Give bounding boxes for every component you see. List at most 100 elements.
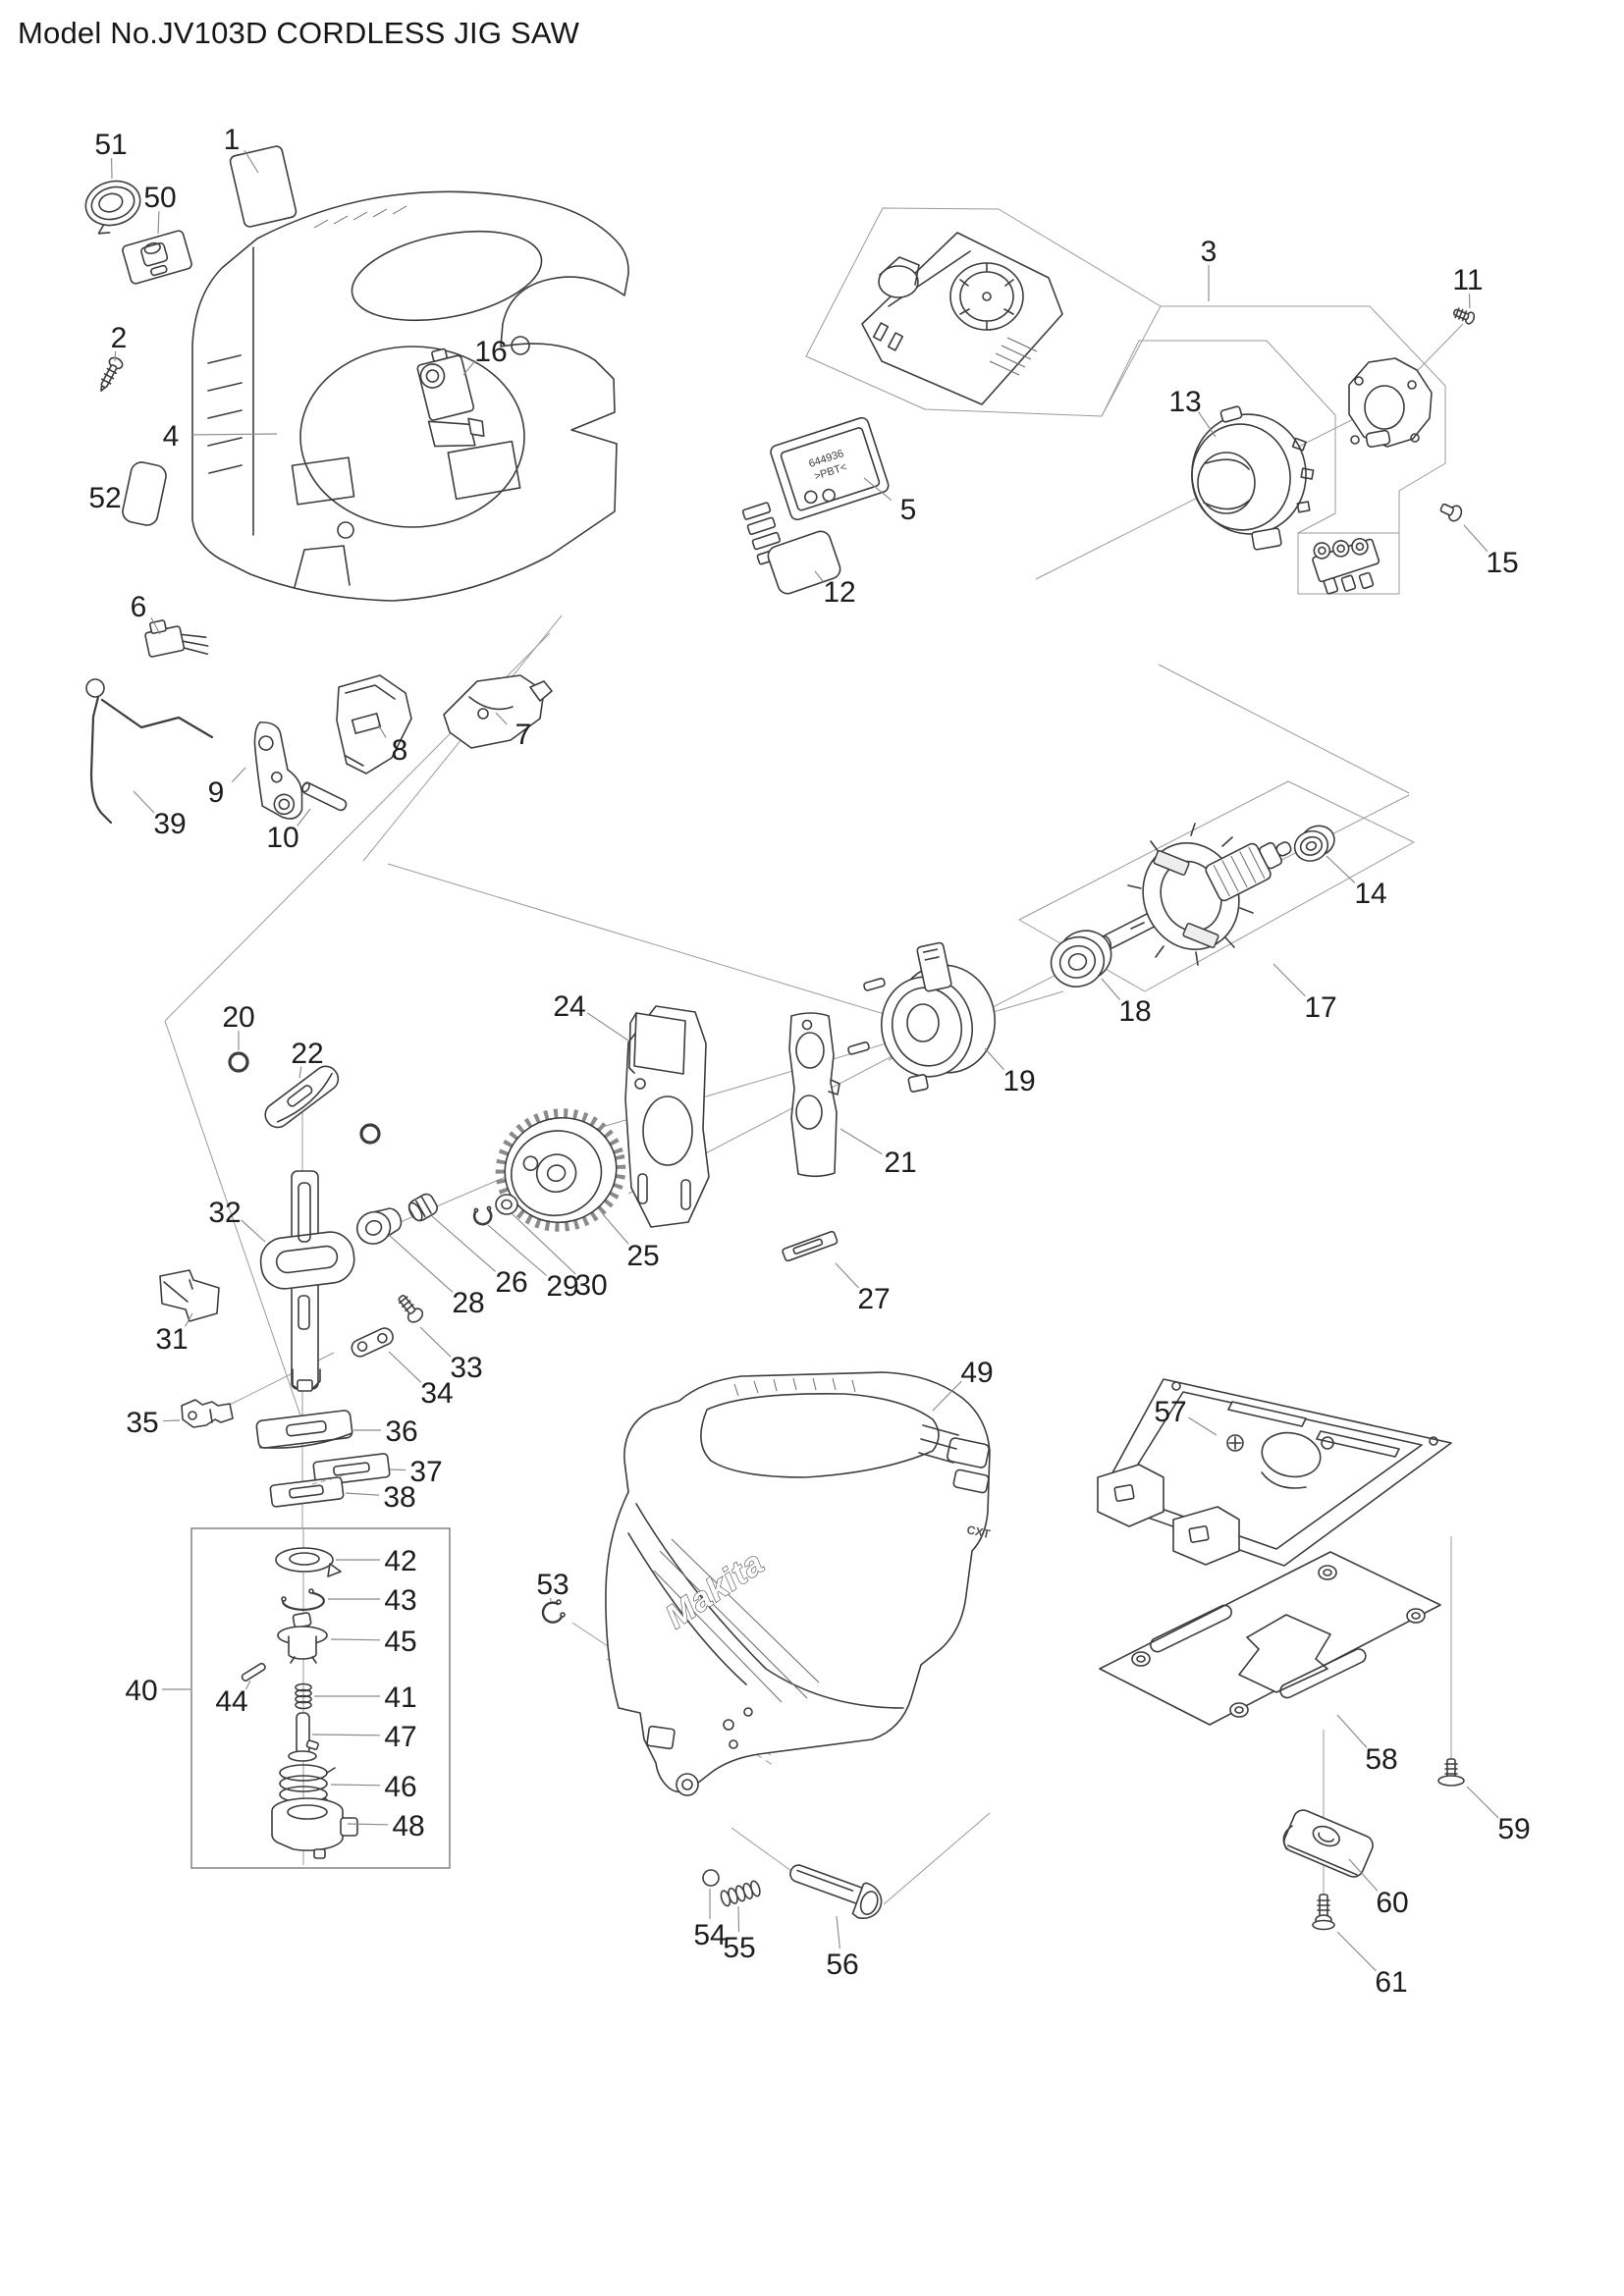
part-label-31: 31	[155, 1323, 188, 1356]
part-label-52: 52	[88, 482, 121, 514]
leader-line-56	[836, 1915, 840, 1949]
part-labels-layer: 1234567891011121314151617181920212224252…	[88, 124, 1530, 1999]
part-2-drawing	[100, 356, 124, 393]
leader-line-50	[157, 211, 160, 235]
part-8-drawing	[336, 674, 412, 774]
part-label-56: 56	[826, 1949, 858, 1981]
leader-line-18	[1101, 978, 1121, 1000]
part-61-drawing	[1312, 1894, 1335, 1931]
leader-line-34	[388, 1351, 422, 1383]
part-38-drawing	[269, 1476, 345, 1508]
part-15-drawing	[1312, 537, 1380, 595]
part-54-drawing	[702, 1869, 720, 1887]
page-title: Model No.JV103D CORDLESS JIG SAW	[18, 16, 580, 50]
part-16-drawing	[416, 347, 485, 448]
leader-line-25	[602, 1213, 629, 1245]
part-label-8: 8	[392, 734, 408, 767]
leader-line-21	[839, 1128, 883, 1155]
leader-line-30	[511, 1212, 576, 1275]
leader-line-26	[431, 1215, 497, 1272]
part-label-32: 32	[208, 1197, 241, 1229]
part-24-drawing	[624, 1005, 710, 1228]
part-label-11: 11	[1452, 264, 1483, 296]
leader-line-17	[1272, 963, 1306, 997]
part-36-drawing	[255, 1410, 353, 1449]
part-34-drawing	[351, 1327, 394, 1358]
part-19-drawing	[847, 941, 997, 1093]
part-label-6: 6	[131, 591, 147, 623]
part-label-43: 43	[384, 1584, 416, 1617]
leader-line-32	[241, 1219, 266, 1243]
leader-line-27	[835, 1262, 859, 1289]
part-label-15: 15	[1486, 547, 1518, 579]
leader-line-4	[190, 433, 278, 436]
part-13-drawing	[1191, 405, 1315, 551]
part-label-19: 19	[1002, 1065, 1035, 1097]
part-30-drawing	[495, 1194, 518, 1215]
part-label-38: 38	[383, 1481, 415, 1514]
leader-line-59	[1466, 1786, 1499, 1819]
part-label-24: 24	[553, 990, 585, 1023]
part-28-drawing	[355, 1207, 403, 1245]
part-29-drawing	[472, 1205, 493, 1226]
part-label-16: 16	[474, 336, 507, 368]
leader-line-33	[419, 1326, 452, 1358]
leader-line-19	[984, 1047, 1004, 1071]
part-label-26: 26	[495, 1266, 527, 1299]
part-label-58: 58	[1365, 1743, 1397, 1776]
part-56-drawing	[789, 1864, 883, 1919]
part-57-drawing	[1097, 1378, 1452, 1567]
leader-line-61	[1336, 1931, 1377, 1972]
leader-line-45	[330, 1638, 381, 1641]
part-label-57: 57	[1154, 1396, 1186, 1428]
part-13-washer-drawing	[1348, 357, 1433, 448]
part-label-12: 12	[823, 576, 855, 609]
part-17-drawing	[1100, 823, 1292, 966]
leader-line-10	[297, 808, 311, 827]
part-15-screw-drawing	[1439, 503, 1463, 522]
part-44-drawing	[241, 1662, 266, 1682]
leader-line-11	[1468, 294, 1471, 309]
part-12-drawing	[767, 530, 841, 595]
part-label-48: 48	[392, 1810, 424, 1842]
part-label-40: 40	[125, 1675, 157, 1707]
part-20-drawing	[228, 1051, 249, 1073]
part-label-30: 30	[574, 1269, 607, 1302]
leader-line-14	[1326, 855, 1356, 883]
part-26-drawing	[407, 1193, 438, 1222]
part-label-13: 13	[1168, 386, 1201, 418]
part-58-drawing	[1099, 1551, 1441, 1726]
part-47-drawing	[288, 1712, 319, 1762]
part-label-44: 44	[215, 1685, 247, 1718]
part-label-45: 45	[384, 1626, 416, 1658]
part-42-drawing	[275, 1547, 342, 1577]
part-label-49: 49	[960, 1357, 993, 1389]
part-label-33: 33	[450, 1352, 482, 1384]
leader-line-29	[487, 1224, 547, 1276]
leader-line-1	[244, 149, 259, 174]
part-41-drawing	[295, 1682, 312, 1710]
part-18-drawing	[1050, 930, 1112, 988]
part-60-drawing	[1282, 1809, 1374, 1878]
part-9-drawing	[253, 721, 303, 820]
part-label-51: 51	[94, 129, 127, 161]
part-label-2: 2	[111, 322, 128, 354]
leader-line-5	[863, 477, 893, 501]
part-label-55: 55	[723, 1932, 755, 1964]
leader-line-49	[932, 1380, 962, 1412]
part-label-54: 54	[693, 1919, 726, 1951]
part-label-34: 34	[420, 1377, 453, 1410]
part-14-drawing	[1293, 825, 1335, 862]
part-label-7: 7	[515, 719, 532, 751]
leader-line-48	[347, 1823, 389, 1826]
part-53-drawing	[541, 1599, 566, 1624]
part-label-50: 50	[143, 182, 176, 214]
part-label-59: 59	[1497, 1813, 1530, 1845]
part-39-drawing	[85, 678, 214, 825]
part-21-drawing	[788, 1012, 840, 1178]
part-label-9: 9	[208, 776, 225, 809]
part-label-46: 46	[384, 1771, 416, 1803]
part-48-drawing	[271, 1797, 358, 1859]
